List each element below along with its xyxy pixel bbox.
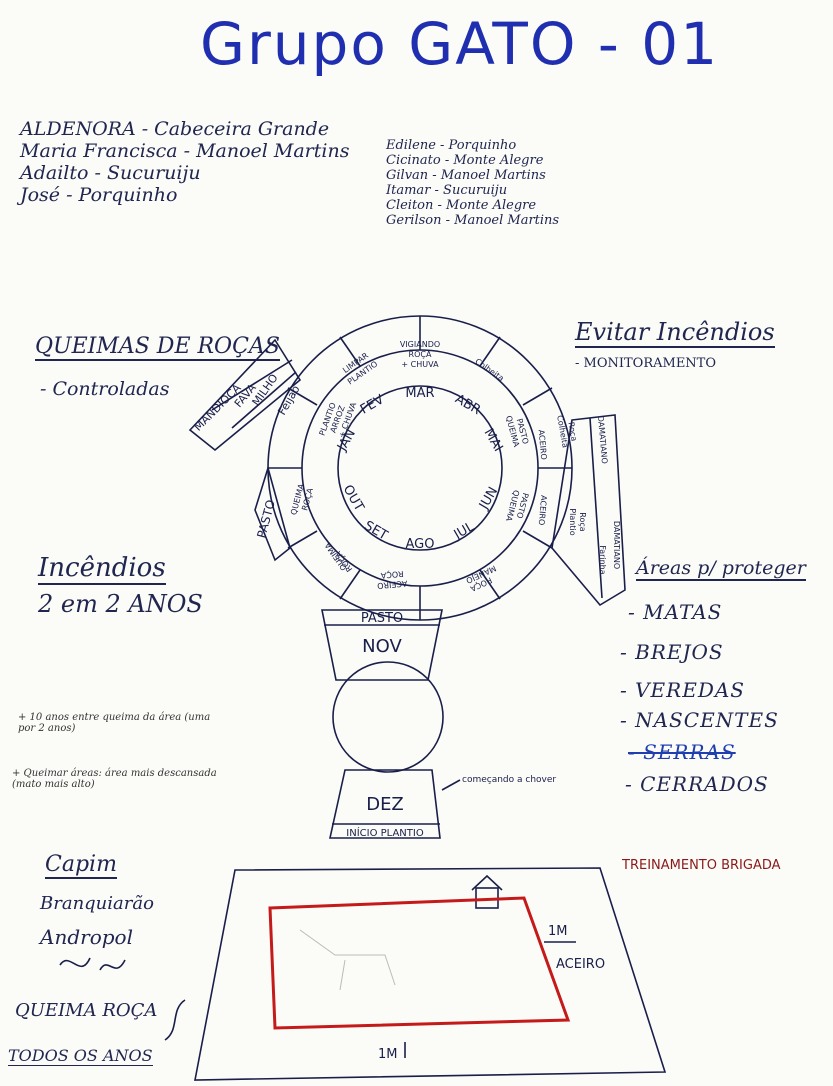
queimas-item: - Controladas: [40, 378, 170, 400]
crop-label: Feijão: [275, 383, 302, 418]
petal-divider: [231, 371, 297, 429]
queimas-heading: QUEIMAS DE ROÇAS: [35, 334, 280, 361]
dez-circle: [332, 661, 444, 773]
squiggle: [164, 999, 186, 1041]
right-label: Plantio: [568, 508, 577, 535]
crop-label: MANDIOCA: [191, 381, 244, 434]
areas-heading: Áreas p/ proteger: [636, 557, 806, 581]
right-label: DAMATIANO: [612, 521, 621, 569]
note-line: + Queimar áreas: área mais descansada (m…: [12, 768, 217, 790]
areas-item: - NASCENTES: [620, 708, 779, 732]
areas-item: - VEREDAS: [620, 678, 745, 702]
spoke: [479, 336, 501, 367]
spoke: [287, 387, 318, 406]
treinamento-label: TREINAMENTO BRIGADA: [622, 858, 781, 873]
right-petal: [551, 414, 626, 607]
property-boundary: [268, 896, 571, 1030]
spoke: [339, 336, 361, 367]
capim-item: Branquiarão: [40, 893, 154, 914]
page-title: Grupo GATO - 01: [200, 10, 720, 78]
note-line: + 10 anos entre queima da área (uma por …: [18, 712, 211, 734]
bottom-distance-label: 1M: [378, 1047, 398, 1062]
dez-note: começando a chover: [462, 775, 556, 785]
petal-divider: [211, 359, 293, 411]
spoke: [339, 569, 361, 600]
areas-item: - BREJOS: [620, 640, 724, 664]
capim-item: Andropol: [40, 925, 133, 949]
activity-label: ROÇA: [409, 350, 432, 359]
animal-sketch: [299, 929, 396, 991]
todos-anos-label: TODOS OS ANOS: [8, 1046, 153, 1066]
incendios-sub: 2 em 2 ANOS: [38, 590, 203, 618]
areas-item-struck: - SERRAS: [628, 740, 736, 764]
members-left: ALDENORA - Cabeceira Grande Maria Franci…: [20, 118, 349, 206]
squiggle: [59, 957, 91, 968]
right-label: Roça: [566, 421, 578, 442]
evitar-item: - MONITORAMENTO: [575, 356, 717, 371]
activity-label: Colheita: [473, 357, 505, 383]
inner-circle: [337, 385, 503, 551]
month-label: ABR: [452, 392, 483, 418]
activity-label: ACEIRO: [537, 429, 549, 460]
member-line: Gilvan - Manoel Martins: [386, 168, 546, 183]
activity-label: ROÇA: [380, 569, 404, 580]
areas-item: - CERRADOS: [625, 772, 769, 796]
nov-label: NOV: [362, 636, 402, 657]
member-line: Maria Francisca - Manoel Martins: [20, 140, 350, 162]
nov-top-label: PASTO: [361, 611, 403, 626]
activity-label: ACEIRO: [537, 495, 549, 526]
dez-label: DEZ: [366, 794, 404, 815]
month-label: JUN: [476, 485, 501, 513]
member-line: Cicinato - Monte Alegre: [386, 153, 544, 168]
petal-divider: [589, 417, 603, 599]
member-line: Adailto - Sucuruiju: [20, 162, 201, 184]
spoke: [287, 530, 318, 549]
left-petal: [188, 338, 302, 452]
month-label: MAI: [481, 426, 506, 454]
right-label: Farinha: [598, 545, 607, 574]
month-label: MAR: [405, 386, 434, 401]
month-label: SET: [361, 518, 390, 543]
squiggle: [99, 959, 126, 971]
areas-item: - MATAS: [628, 600, 723, 624]
member-line: Edilene - Porquinho: [386, 138, 517, 153]
evitar-heading: Evitar Incêndios: [575, 318, 775, 348]
right-label: Roça: [578, 512, 587, 531]
aceiro-label: ACEIRO: [556, 957, 605, 972]
right-distance-label: 1M: [548, 924, 568, 939]
left-lower-petal: [254, 465, 291, 562]
spoke: [522, 387, 553, 406]
right-label: DAMATIANO: [596, 415, 609, 464]
dez-block: [329, 769, 441, 839]
incendios-heading: Incêndios: [38, 553, 166, 585]
member-line: ALDENORA - Cabeceira Grande: [20, 118, 330, 140]
spoke: [522, 530, 553, 549]
house-roof: [471, 874, 503, 891]
dez-bottom-label: INÍCIO PLANTIO: [346, 826, 424, 839]
month-label: FEV: [358, 392, 387, 417]
member-line: Gerilson - Manoel Martins: [386, 213, 560, 228]
map-outline: [194, 867, 667, 1081]
spoke: [479, 569, 501, 600]
arrow-line: [441, 779, 461, 791]
month-label: JUL: [451, 519, 478, 543]
capim-heading: Capim: [45, 852, 117, 879]
activity-label: + CHUVA: [401, 360, 439, 369]
month-label: AGO: [406, 537, 435, 552]
activity-label: ACEIRO: [377, 579, 408, 591]
member-line: José - Porquinho: [20, 184, 178, 206]
member-line: Cleiton - Monte Alegre: [386, 198, 537, 213]
member-line: Itamar - Sucuruiju: [386, 183, 508, 198]
queima-roca-label: QUEIMA ROÇA: [15, 1000, 158, 1021]
right-label: Colheita: [555, 415, 570, 449]
members-right: Edilene - Porquinho Cicinato - Monte Ale…: [386, 138, 559, 228]
activity-label: VIGIANDO: [400, 340, 440, 349]
